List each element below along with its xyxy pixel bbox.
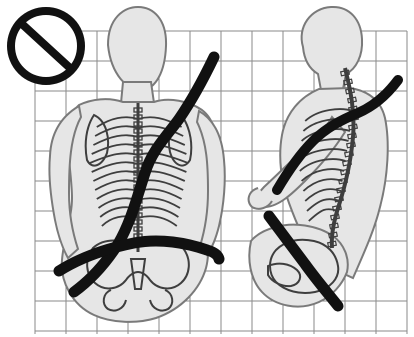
side-head	[302, 7, 362, 90]
rear-neck	[121, 82, 154, 103]
rear-head	[108, 7, 166, 91]
prohibited-icon	[11, 11, 81, 81]
